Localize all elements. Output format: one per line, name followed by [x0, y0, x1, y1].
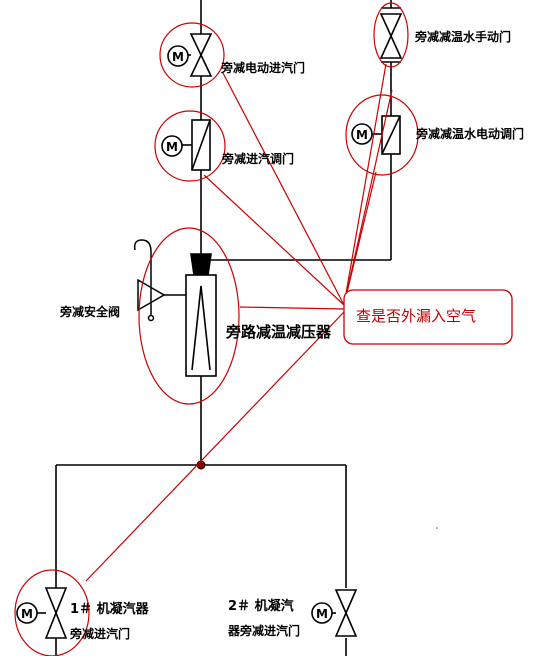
nozzle-icon: [190, 253, 212, 276]
valve-icon: [334, 589, 358, 637]
water-electric-regulating-valve: [351, 115, 401, 155]
safety-valve: [133, 239, 166, 322]
highlight-ellipse-condenser1: [14, 569, 90, 656]
motor-letter: M: [172, 50, 184, 64]
label-condenser2-line2: 器旁减进汽门: [227, 623, 300, 638]
condenser2-inlet-valve: [311, 589, 358, 637]
callout-box: [343, 289, 513, 345]
pointer-line: [343, 63, 387, 306]
pointer-line: [85, 311, 345, 582]
annotation-ellipses: [14, 2, 419, 656]
motor-letter: M: [356, 128, 368, 142]
annotation-pointers: [85, 63, 393, 582]
valve-icon: [189, 33, 213, 77]
exhaust-hook: [133, 239, 152, 272]
label-top-electric-inlet-valve: 旁减电动进汽门: [220, 60, 305, 75]
motor-letter: M: [316, 607, 328, 621]
label-safety-valve: 旁减安全阀: [59, 304, 120, 319]
callout-text: 查是否外漏入空气: [356, 307, 476, 325]
highlight-ellipse-water-valve: [345, 94, 419, 176]
pointer-line: [222, 72, 345, 306]
motor-letter: M: [166, 140, 178, 154]
label-condenser2-line1: 2＃ 机凝汽: [228, 598, 294, 614]
junction-dot: [196, 460, 206, 470]
motor-icon: [167, 45, 189, 67]
safety-valve-plug: [147, 314, 155, 322]
manual-water-valve: [379, 7, 403, 63]
steam-regulating-valve: [161, 119, 211, 171]
condenser1-inlet-valve: [16, 587, 68, 639]
label-pressure-reducer: 旁路减温减压器: [225, 323, 332, 341]
motor-icon: [351, 123, 373, 145]
pointer-line: [239, 306, 345, 310]
reducer-wave: [191, 285, 211, 371]
electric-inlet-valve: [167, 33, 213, 77]
pointer-line: [343, 171, 377, 306]
motor-icon: [161, 135, 183, 157]
highlight-ellipse-top-valve: [159, 22, 225, 88]
label-condenser1-line2: 旁减进汽门: [69, 626, 130, 641]
label-steam-regulating-valve: 旁减进汽调门: [221, 151, 294, 166]
pointer-line: [203, 174, 345, 306]
valve-icon: [379, 13, 403, 59]
pressure-reducer: [185, 253, 217, 377]
highlight-ellipse-reducer: [138, 227, 240, 405]
label-water-electric-regulating-valve: 旁减减温水电动调门: [415, 126, 524, 141]
label-condenser1-line1: 1＃ 机凝汽器: [70, 601, 150, 617]
label-manual-water-valve: 旁减减温水手动门: [414, 29, 511, 44]
motor-icon: [16, 602, 38, 624]
stray-mark: [436, 527, 438, 529]
valve-icon: [44, 587, 68, 639]
piping: [55, 0, 392, 656]
highlight-ellipse-regulating-valve: [154, 110, 226, 182]
motor-letter: M: [21, 607, 33, 621]
motor-icon: [311, 602, 333, 624]
pointer-line: [343, 89, 393, 306]
highlight-ellipse-manual-valve: [373, 2, 409, 68]
